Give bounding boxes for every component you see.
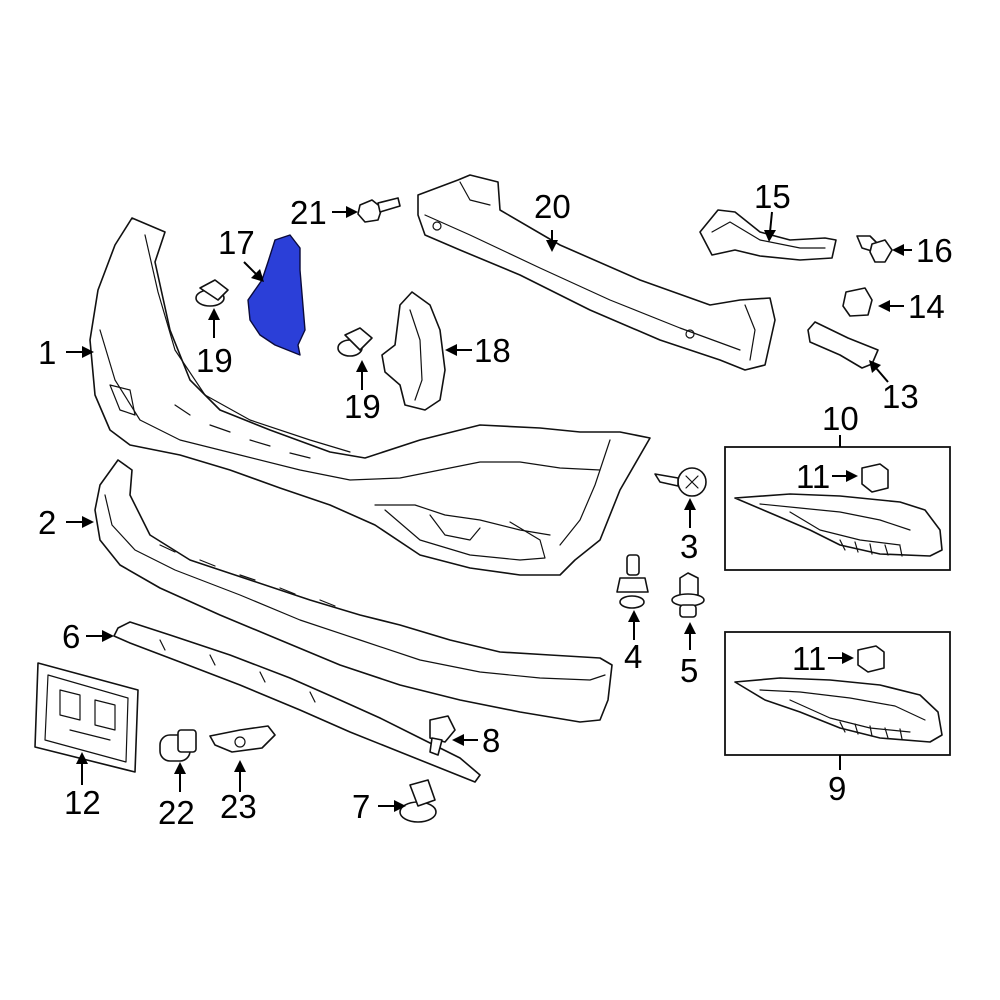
part-5-clip[interactable]	[671, 572, 705, 618]
part-2-lower-valance[interactable]	[94, 459, 613, 723]
part-19-clip-a[interactable]	[195, 279, 229, 307]
part-6-lower-strip[interactable]	[113, 621, 481, 783]
callout-11b: 11	[792, 640, 826, 677]
callout-14: 14	[908, 288, 945, 325]
part-16-bolt[interactable]	[856, 235, 893, 263]
part-10-fog-garnish-box	[724, 446, 951, 571]
callout-5: 5	[680, 652, 698, 689]
callout-17: 17	[218, 224, 255, 261]
part-19-clip-b[interactable]	[337, 327, 373, 357]
part-14-nut[interactable]	[842, 287, 873, 317]
callout-2: 2	[38, 504, 56, 541]
part-11-clip-b[interactable]	[857, 645, 885, 673]
callout-19a: 19	[196, 342, 233, 379]
callout-8: 8	[482, 722, 500, 759]
part-13-stay[interactable]	[807, 321, 879, 369]
part-8-bolt[interactable]	[429, 715, 456, 756]
callout-22: 22	[158, 794, 195, 831]
callout-20: 20	[534, 188, 571, 225]
callout-13: 13	[882, 378, 919, 415]
part-23-bracket[interactable]	[209, 725, 276, 753]
part-10-fog-garnish[interactable]	[734, 493, 943, 557]
part-12-license-bracket[interactable]	[34, 662, 139, 773]
part-18-side-bracket[interactable]	[381, 291, 446, 411]
part-22-parking-sensor[interactable]	[159, 729, 197, 762]
part-1-bumper-cover[interactable]	[89, 217, 651, 576]
part-9-fog-garnish-box	[724, 631, 951, 756]
part-3-screw[interactable]	[654, 467, 707, 497]
callout-6: 6	[62, 618, 80, 655]
callout-16: 16	[916, 232, 953, 269]
callout-arrows	[66, 206, 912, 812]
part-20-reinforcement-beam[interactable]	[417, 174, 776, 371]
part-9-fog-garnish[interactable]	[734, 677, 943, 743]
part-21-bolt[interactable]	[357, 197, 401, 223]
callout-11a: 11	[796, 458, 830, 495]
callout-9: 9	[828, 770, 846, 807]
callout-7: 7	[352, 788, 370, 825]
callout-18: 18	[474, 332, 511, 369]
callout-10: 10	[822, 400, 859, 437]
callout-1: 1	[38, 334, 56, 371]
part-11-clip-a[interactable]	[861, 463, 889, 493]
callout-23: 23	[220, 788, 257, 825]
callout-12: 12	[64, 784, 101, 821]
callout-15: 15	[754, 178, 791, 215]
callout-3: 3	[680, 528, 698, 565]
part-4-stud[interactable]	[616, 554, 649, 609]
callout-labels: 1 2 3 4 5 6 7 8 9 10 11 11 12 13 14 15 1…	[38, 178, 953, 831]
callout-21: 21	[290, 194, 327, 231]
callout-19b: 19	[344, 388, 381, 425]
part-7-clip[interactable]	[399, 779, 437, 823]
part-17-bracket-highlighted[interactable]	[247, 234, 306, 356]
callout-4: 4	[624, 638, 642, 675]
